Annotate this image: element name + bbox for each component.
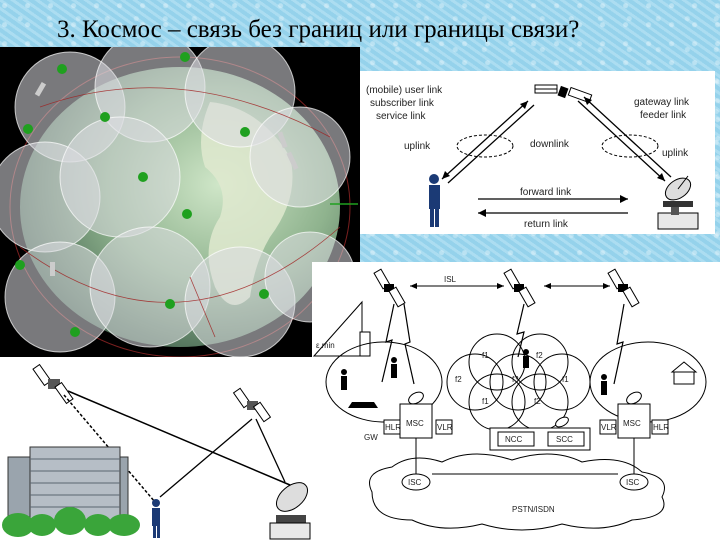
vlr-right-label: VLR — [601, 423, 617, 432]
gateway-link-label-1: gateway link — [634, 97, 690, 108]
satellite-icon-right — [232, 387, 272, 423]
cell-f1-c: f1 — [482, 397, 489, 406]
slide-title: 3. Космос – связь без границ или границы… — [57, 16, 580, 43]
hlr-left-label: HLR — [385, 423, 401, 432]
return-link-label: return link — [524, 219, 569, 230]
ncc-label: NCC — [505, 435, 523, 444]
cell-f1-a: f1 — [482, 351, 489, 360]
hlr-right-label: HLR — [653, 423, 669, 432]
pstn-label: PSTN/ISDN — [512, 505, 555, 514]
network-architecture-diagram: ISL ε min f1 f2 f2 f3 f1 f1 f2 — [312, 262, 720, 540]
user-link-label-2: subscriber link — [370, 98, 435, 109]
house-icon — [670, 361, 698, 385]
office-building-icon — [7, 446, 129, 528]
msc-left-label: MSC — [406, 419, 424, 428]
uplink-right-label: uplink — [662, 148, 689, 159]
person-icon — [429, 174, 440, 227]
scc-label: SCC — [556, 435, 573, 444]
isc-right-label: ISC — [626, 478, 640, 487]
gateway-link-label-2: feeder link — [640, 110, 687, 121]
downlink-label: downlink — [530, 139, 570, 150]
satellite-icon — [534, 84, 593, 104]
satellite-icon-left — [373, 268, 406, 308]
ground-segment-illustration — [0, 357, 312, 540]
cell-f1-b: f1 — [562, 375, 569, 384]
msc-right-label: MSC — [623, 419, 641, 428]
satellite-icon-left — [32, 363, 74, 405]
user-link-label-3: service link — [376, 111, 426, 122]
gw-label: GW — [364, 433, 378, 442]
isc-left-label: ISC — [408, 478, 422, 487]
uplink-left-label: uplink — [404, 141, 431, 152]
globe-coverage-image — [0, 47, 360, 357]
forward-link-label: forward link — [520, 187, 572, 198]
satellite-dish-icon — [269, 482, 311, 540]
link-types-diagram: (mobile) user link subscriber link servi… — [360, 71, 715, 234]
satellite-icon-right — [607, 268, 640, 308]
elevation-label: ε min — [316, 341, 335, 350]
person-icon — [152, 499, 160, 538]
satellite-dish-icon — [657, 175, 699, 230]
cell-f2-a: f2 — [536, 351, 543, 360]
satellite-icon-center — [503, 268, 536, 308]
user-link-label-1: (mobile) user link — [366, 85, 443, 96]
vlr-left-label: VLR — [437, 423, 453, 432]
cell-f3: f3 — [512, 375, 519, 384]
cell-f2-c: f2 — [534, 397, 541, 406]
cell-f2-b: f2 — [455, 375, 462, 384]
isl-label: ISL — [444, 275, 457, 284]
